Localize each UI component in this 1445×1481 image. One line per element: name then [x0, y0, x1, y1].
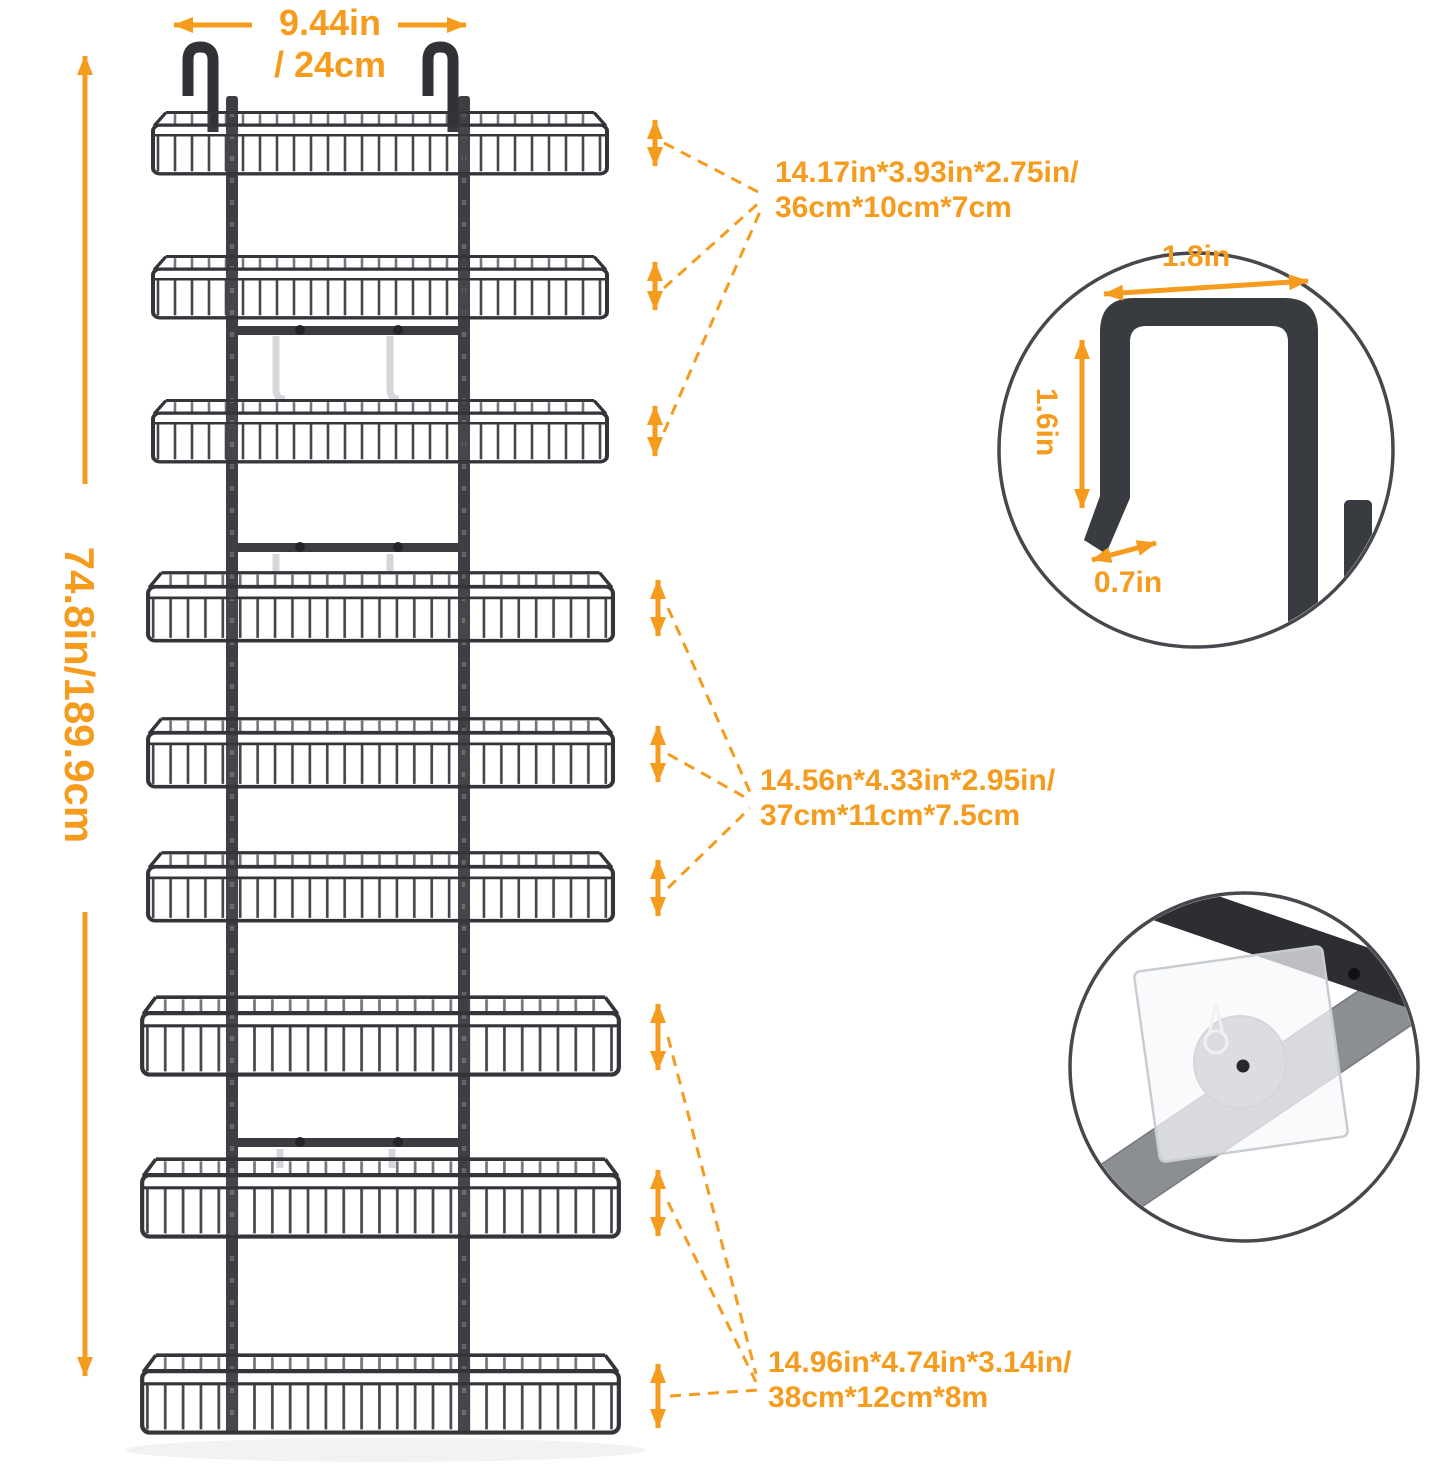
- hook-cross-section: [1084, 298, 1318, 628]
- basket-3: [151, 398, 609, 464]
- medium-basket-size-line1: 14.56n*4.33in*2.95in/: [760, 764, 1056, 797]
- door-hooks: [182, 41, 459, 132]
- keyhole-slot: [1203, 1004, 1229, 1055]
- small-basket-size-label: 14.17in*3.93in*2.75in/ 36cm*10cm*7cm: [775, 156, 1079, 226]
- hook-height-label: 1.6in: [1030, 387, 1063, 457]
- floor-shadow: [125, 1438, 645, 1462]
- large-basket-size-line2: 38cm*12cm*8m: [768, 1380, 989, 1414]
- medium-basket-size-line2: 37cm*11cm*7.5cm: [760, 798, 1021, 832]
- basket-5: [148, 719, 613, 787]
- basket-1: [151, 110, 609, 176]
- overall-width-cm: / 24cm: [273, 43, 387, 85]
- callout-lines: [662, 141, 764, 1398]
- adhesive-detail-circle: [1068, 891, 1420, 1243]
- small-basket-size-line1: 14.17in*3.93in*2.75in/: [775, 156, 1079, 189]
- large-basket-size-line1: 14.96in*4.74in*3.14in/: [768, 1346, 1072, 1379]
- basket-2: [151, 254, 609, 320]
- basket-9: [142, 1355, 619, 1432]
- overall-width-inches: 9.44in: [278, 2, 382, 43]
- frame-screw-hole: [1348, 968, 1360, 980]
- basket-7: [142, 997, 619, 1074]
- disc-center-pin: [1236, 1059, 1250, 1073]
- hook-depth-arrow: [1091, 540, 1157, 563]
- overall-width-label: 9.44in / 24cm: [240, 2, 420, 86]
- hook-depth-label: 0.7in: [1093, 566, 1163, 599]
- basket-4: [148, 573, 613, 641]
- basket-8: [142, 1159, 619, 1236]
- small-basket-size-line2: 36cm*10cm*7cm: [775, 190, 1012, 224]
- basket-6: [148, 853, 613, 921]
- dimension-arrows: [77, 17, 666, 1429]
- medium-basket-size-label: 14.56n*4.33in*2.95in/ 37cm*11cm*7.5cm: [760, 764, 1055, 834]
- cross-braces: [237, 325, 459, 1147]
- hook-width-label: 1.8in: [1161, 240, 1231, 273]
- overall-height-label: 74.8in/189.9cm: [56, 546, 103, 844]
- adhesive-pad: [1133, 945, 1349, 1163]
- right-door-hook: [422, 41, 459, 132]
- left-door-hook: [182, 41, 219, 132]
- large-basket-size-label: 14.96in*4.74in*3.14in/ 38cm*12cm*8m: [768, 1346, 1072, 1416]
- hook-width-arrow: [1103, 274, 1309, 301]
- door-frame-bar: [1131, 895, 1416, 1021]
